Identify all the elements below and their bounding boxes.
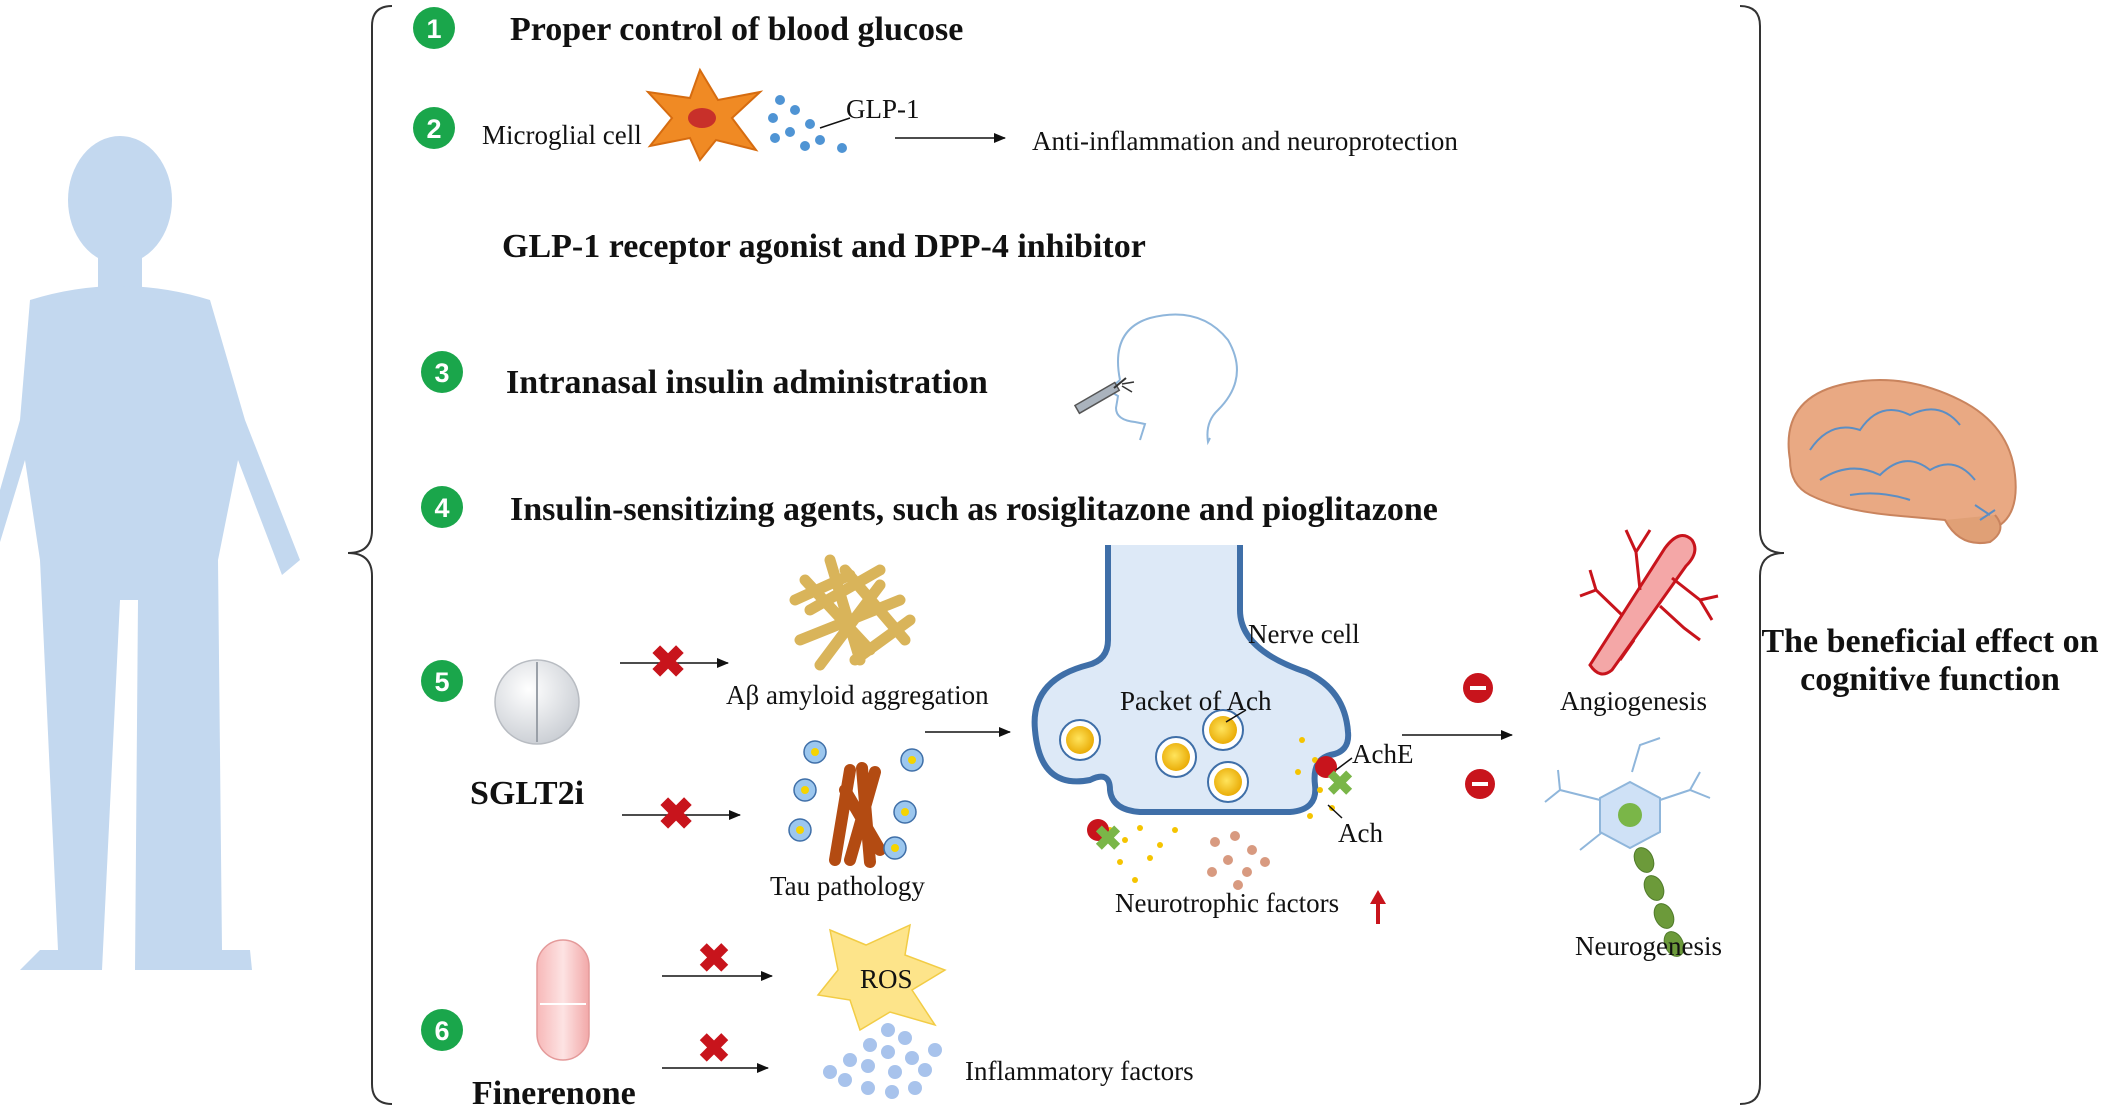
- svg-text:4: 4: [434, 493, 449, 523]
- minus-badge-1: [1463, 673, 1493, 703]
- heading-glp1-dpp4: GLP-1 receptor agonist and DPP-4 inhibit…: [502, 228, 1146, 265]
- result-line-1: The beneficial effect on: [1761, 623, 2098, 660]
- neurotrophic-factors-label: Neurotrophic factors: [1115, 888, 1339, 918]
- finerenone-label: Finerenone: [472, 1075, 636, 1109]
- step-badge-5: 5: [421, 660, 463, 702]
- microglia-icon: [645, 67, 764, 162]
- heading-insulin-sensitizing: Insulin-sensitizing agents, such as rosi…: [510, 491, 1438, 528]
- synapse-icon: [1031, 545, 1352, 815]
- anti-inflammation-label: Anti-inflammation and neuroprotection: [1032, 126, 1458, 156]
- inhibit-x-amyloid: ✖: [650, 638, 687, 687]
- inhibit-x-ros: ✖: [697, 936, 731, 981]
- svg-text:6: 6: [434, 1016, 449, 1046]
- result-line-2: cognitive function: [1800, 661, 2060, 698]
- amyloid-label: Aβ amyloid aggregation: [726, 680, 989, 710]
- ache-enzyme-left: ✖: [1087, 819, 1122, 858]
- neurotrophic-dots: [1207, 831, 1270, 890]
- ros-label: ROS: [860, 964, 913, 994]
- increase-arrow-icon: [1370, 890, 1386, 924]
- svg-text:✖: ✖: [1326, 766, 1355, 803]
- tau-label: Tau pathology: [770, 871, 925, 901]
- step-badge-3: 3: [421, 351, 463, 393]
- tau-icon: [788, 740, 924, 868]
- ache-enzyme-right: ✖: [1315, 756, 1354, 803]
- sglt2i-label: SGLT2i: [470, 775, 584, 812]
- heading-blood-glucose: Proper control of blood glucose: [510, 11, 963, 48]
- svg-text:3: 3: [434, 358, 449, 388]
- inflammatory-factors-icon: [823, 1023, 942, 1099]
- ros-icon: [816, 923, 947, 1032]
- neuron-icon: [1544, 737, 1711, 957]
- inhibit-x-tau: ✖: [658, 790, 695, 839]
- svg-text:2: 2: [426, 114, 441, 144]
- person-silhouette-icon: [0, 136, 300, 970]
- heading-intranasal-insulin: Intranasal insulin administration: [506, 364, 988, 401]
- nerve-cell-label: Nerve cell: [1248, 619, 1360, 649]
- nasal-spray-icon: [1073, 377, 1135, 415]
- amyloid-icon: [789, 554, 916, 671]
- packet-pointer: [1225, 709, 1247, 723]
- step-badge-4: 4: [421, 486, 463, 528]
- left-brace: [347, 5, 393, 1105]
- glp1-molecules: [768, 95, 847, 153]
- svg-text:✖: ✖: [1094, 821, 1123, 858]
- minus-badge-2: [1465, 769, 1495, 799]
- right-brace: [1739, 5, 1785, 1105]
- angiogenesis-label: Angiogenesis: [1560, 686, 1707, 716]
- step-badge-2: 2: [413, 107, 455, 149]
- inhibit-x-inflammatory: ✖: [697, 1026, 731, 1071]
- glp1-label: GLP-1: [846, 94, 920, 124]
- packet-of-ach-label: Packet of Ach: [1120, 686, 1272, 716]
- inflammatory-factors-label: Inflammatory factors: [965, 1056, 1194, 1086]
- ach-pointer: [1327, 804, 1343, 819]
- svg-text:1: 1: [426, 14, 441, 44]
- step-badge-6: 6: [421, 1009, 463, 1051]
- capsule-icon: [536, 939, 590, 1061]
- neurogenesis-label: Neurogenesis: [1575, 931, 1722, 961]
- microglial-cell-label: Microglial cell: [482, 120, 642, 150]
- glp1-pointer: [819, 117, 851, 129]
- tablet-icon: [494, 659, 580, 745]
- brain-icon: [1787, 379, 2017, 544]
- step-badge-1: 1: [413, 7, 455, 49]
- svg-text:5: 5: [434, 667, 449, 697]
- blood-vessel-icon: [1579, 529, 1719, 676]
- head-profile-icon: [1106, 313, 1238, 446]
- ache-label: AchE: [1352, 739, 1413, 769]
- ach-label: Ach: [1338, 818, 1383, 848]
- ache-pointer: [1335, 757, 1353, 771]
